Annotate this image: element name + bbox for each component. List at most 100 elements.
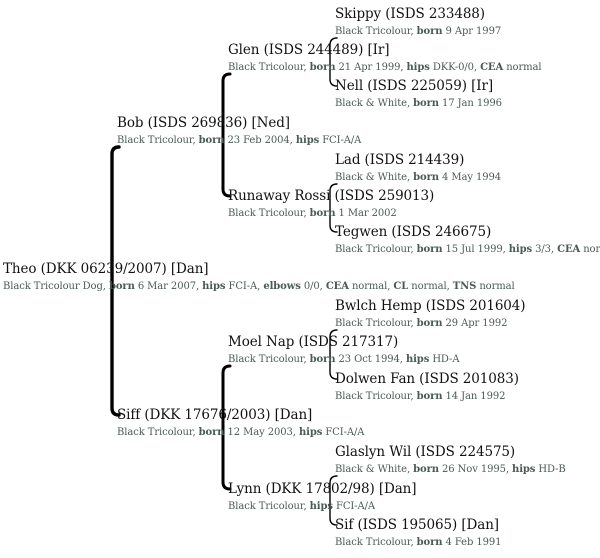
dog-entry-root-dam-dam: Lynn (DKK 17802/98) [Dan] Black Tricolour… (228, 481, 417, 512)
detail-text: FCI-A/A (319, 134, 362, 146)
detail-text: 26 Nov 1995, (438, 463, 513, 475)
detail-key: hips (295, 134, 320, 146)
detail-text: Black & White, (335, 97, 414, 109)
dog-details: Black & White, born 26 Nov 1995, hips HD… (335, 463, 566, 475)
dog-name: Glen (ISDS 244489) [Ir] (228, 42, 390, 58)
detail-key: born (198, 134, 225, 146)
detail-text: HD-A (429, 353, 460, 365)
dog-details: Black Tricolour, born 4 Feb 1991 (335, 536, 502, 548)
dog-entry-root-dam: Siff (DKK 17676/2003) [Dan]Black Tricolo… (117, 408, 365, 438)
detail-text: Black Tricolour, (335, 25, 417, 37)
dog-name: Nell (ISDS 225059) [Ir] (335, 78, 494, 94)
detail-text: FCI-A/A (322, 426, 365, 438)
detail-text: 23 Oct 1994, (335, 353, 406, 365)
dog-entry-root: Theo (DKK 06239/2007) [Dan] Black Tricolo… (3, 261, 515, 292)
detail-text: Black Tricolour, (228, 500, 310, 512)
detail-key: elbows (263, 280, 301, 292)
detail-key: TNS (452, 280, 477, 292)
dog-details: Black Tricolour, born 21 Apr 1999, hips … (228, 61, 542, 73)
detail-text: HD-B (535, 463, 566, 475)
dog-entry-root-dam-dam-sire: Glaslyn Wil (ISDS 224575) Black & White, … (335, 444, 566, 475)
detail-text: 6 Mar 2007, (134, 280, 203, 292)
detail-key: born (198, 426, 225, 438)
dog-entry-root-sire-dam-sire: Lad (ISDS 214439) Black & White, born 4 M… (335, 152, 502, 183)
detail-text: 17 Jan 1996 (438, 97, 502, 109)
dog-entry-root-sire-dam-dam: Tegwen (ISDS 246675)Black Tricolour, bor… (335, 225, 600, 255)
dog-name: Moel Nap (ISDS 217317) (228, 334, 399, 350)
detail-key: born (416, 25, 443, 37)
detail-text: 12 May 2003, (224, 426, 299, 438)
detail-text: Black Tricolour, (335, 243, 417, 255)
dog-name: Skippy (ISDS 233488) (335, 6, 485, 22)
detail-text: Black Tricolour, (117, 134, 199, 146)
dog-details: Black Tricolour, born 9 Apr 1997 (335, 25, 502, 37)
dog-details: Black Tricolour, born 14 Jan 1992 (335, 390, 519, 402)
dog-details: Black Tricolour, born 23 Feb 2004, hips … (117, 134, 362, 146)
dog-entry-root-sire: Bob (ISDS 269836) [Ned]Black Tricolour, … (117, 116, 362, 146)
dog-name: Bwlch Hemp (ISDS 201604) (335, 298, 526, 314)
detail-text: Black & White, (335, 463, 414, 475)
dog-details: Black Tricolour, born 23 Oct 1994, hips … (228, 353, 460, 365)
detail-text: Black Tricolour, (117, 426, 199, 438)
detail-key: born (416, 536, 443, 548)
detail-text: normal (476, 280, 515, 292)
detail-key: hips (309, 500, 333, 512)
detail-key: CL (393, 280, 409, 292)
detail-key: hips (298, 426, 323, 438)
detail-text: 21 Apr 1999, (335, 61, 407, 73)
dog-details: Black Tricolour, born 1 Mar 2002 (228, 207, 434, 219)
detail-key: born (309, 207, 336, 219)
dog-entry-root-dam-sire-sire: Bwlch Hemp (ISDS 201604) Black Tricolour,… (335, 298, 526, 329)
dog-name: Runaway Rossi (ISDS 259013) (228, 188, 435, 204)
detail-text: FCI-A/A (332, 500, 376, 512)
detail-key: born (416, 243, 443, 255)
detail-key: hips (406, 61, 430, 73)
detail-text: normal, (408, 280, 453, 292)
dog-entry-root-sire-sire: Glen (ISDS 244489) [Ir] Black Tricolour, … (228, 42, 542, 73)
dog-details: Black & White, born 17 Jan 1996 (335, 97, 502, 109)
dog-name: Dolwen Fan (ISDS 201083) (335, 371, 519, 387)
dog-details: Black Tricolour, born 12 May 2003, hips … (117, 426, 365, 438)
detail-text: Black Tricolour, (228, 353, 310, 365)
detail-text: 15 Jul 1999, (442, 243, 509, 255)
detail-text: 1 Mar 2002 (335, 207, 397, 219)
detail-key: born (413, 171, 439, 183)
detail-text: Black & White, (335, 171, 414, 183)
detail-text: Black Tricolour Dog, (3, 280, 109, 292)
dog-name: Lynn (DKK 17802/98) [Dan] (228, 481, 417, 497)
detail-key: hips (405, 353, 430, 365)
dog-name: Theo (DKK 06239/2007) [Dan] (3, 261, 209, 277)
detail-text: normal (503, 61, 542, 73)
detail-text: 4 May 1994 (438, 171, 502, 183)
detail-key: CEA (325, 280, 349, 292)
detail-key: born (416, 317, 443, 329)
detail-text: 0/0, (300, 280, 326, 292)
detail-key: CEA (557, 243, 581, 255)
detail-key: born (309, 61, 336, 73)
detail-key: born (413, 97, 439, 109)
dog-entry-root-dam-dam-dam: Sif (ISDS 195065) [Dan]Black Tricolour, … (335, 518, 502, 548)
detail-text: 9 Apr 1997 (442, 25, 502, 37)
dog-entry-root-sire-sire-dam: Nell (ISDS 225059) [Ir] Black & White, bo… (335, 78, 502, 109)
detail-key: born (309, 353, 336, 365)
detail-text: Black Tricolour, (228, 61, 310, 73)
detail-key: born (416, 390, 443, 402)
detail-key: hips (202, 280, 226, 292)
dog-details: Black Tricolour Dog, born 6 Mar 2007, hi… (3, 280, 515, 292)
detail-text: 29 Apr 1992 (442, 317, 508, 329)
detail-text: normal, (348, 280, 394, 292)
dog-details: Black Tricolour, born 29 Apr 1992 (335, 317, 525, 329)
detail-text: DKK-0/0, (429, 61, 481, 73)
detail-key: CEA (480, 61, 504, 73)
dog-name: Glaslyn Wil (ISDS 224575) (335, 444, 516, 460)
detail-text: FCI-A, (225, 280, 264, 292)
detail-text: 23 Feb 2004, (224, 134, 296, 146)
dog-name: Lad (ISDS 214439) (335, 152, 465, 168)
detail-text: 14 Jan 1992 (442, 390, 506, 402)
detail-text: normal (583, 243, 600, 255)
dog-entry-root-dam-sire: Moel Nap (ISDS 217317) Black Tricolour, b… (228, 334, 460, 365)
detail-text: Black Tricolour, (335, 317, 417, 329)
detail-key: born (413, 463, 439, 475)
dog-entry-root-dam-sire-dam: Dolwen Fan (ISDS 201083) Black Tricolour,… (335, 371, 519, 402)
